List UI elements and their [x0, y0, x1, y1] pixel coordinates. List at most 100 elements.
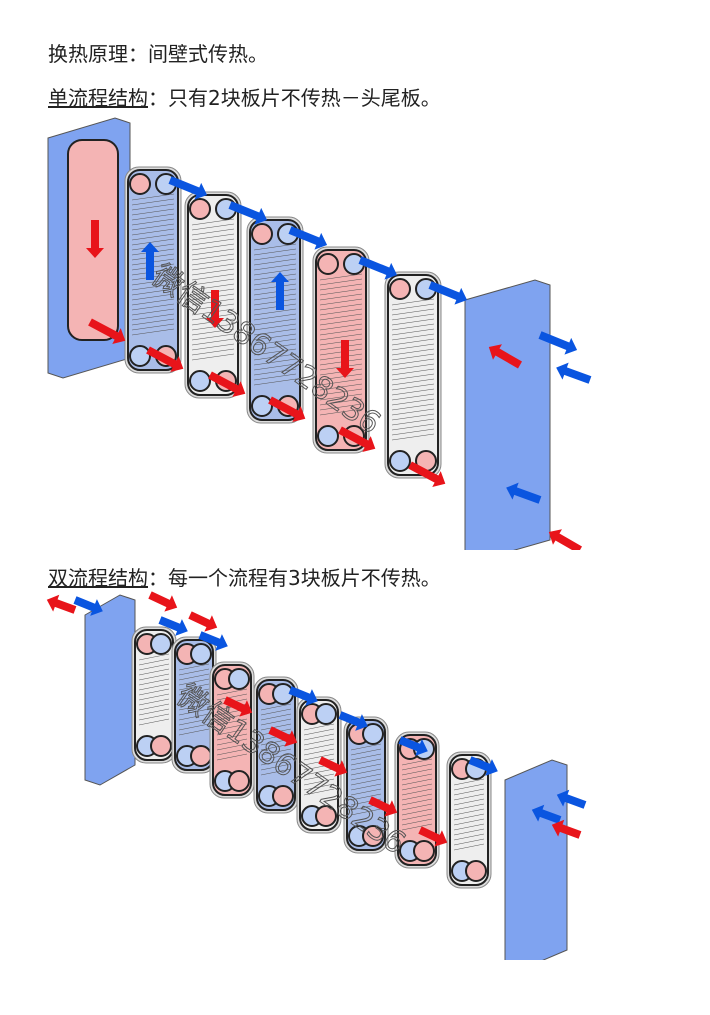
plate-corrugation	[453, 803, 485, 811]
flow-arrow	[86, 220, 104, 258]
plate-corrugation	[253, 258, 297, 266]
arrow-shape	[88, 318, 126, 345]
plate-corrugation	[319, 293, 363, 301]
plate-body	[387, 274, 439, 476]
arrow-shape	[418, 826, 448, 847]
plate-corrugation	[253, 318, 297, 326]
plate-corrugation	[191, 323, 235, 331]
plate-corrugation	[253, 288, 297, 296]
port-hole	[190, 745, 212, 767]
plate-corrugation	[319, 283, 363, 291]
plate-corrugation	[453, 788, 485, 796]
arrow-shape	[408, 461, 446, 488]
arrow-shape	[46, 594, 77, 614]
plate-corrugation	[191, 338, 235, 346]
flow-arrow	[318, 756, 348, 777]
plate-corrugation	[401, 798, 433, 806]
plate-corrugation	[178, 708, 210, 716]
plate-corrugation	[350, 773, 382, 781]
flow-arrow	[551, 819, 582, 839]
plate-corrugation	[350, 788, 382, 796]
port-hole	[251, 395, 273, 417]
plate-corrugation	[391, 353, 435, 361]
flow-arrow	[158, 616, 188, 636]
plate-corrugation	[216, 718, 248, 726]
plate-corrugation	[319, 378, 363, 386]
arrow-shape	[271, 272, 289, 310]
plate-corrugation	[178, 698, 210, 706]
plate-corrugation	[319, 308, 363, 316]
plate-corrugation	[178, 693, 210, 701]
plate-corrugation	[191, 263, 235, 271]
plate-corrugation	[391, 398, 435, 406]
plate-corrugation	[253, 253, 297, 261]
plate-corrugation	[131, 288, 175, 296]
plate-corrugation	[391, 383, 435, 391]
plate-corrugation	[253, 273, 297, 281]
flow-arrow	[223, 696, 253, 717]
arrow-shape	[208, 371, 246, 398]
port-hole	[228, 668, 250, 690]
arrow-shape	[428, 281, 468, 305]
arrow-shape	[531, 804, 562, 824]
arrow-shape	[288, 226, 328, 250]
plate-corrugation	[253, 243, 297, 251]
arrow-shape	[223, 696, 253, 717]
plate-corrugation	[253, 298, 297, 306]
plate-corrugation	[319, 313, 363, 321]
frame-body	[84, 594, 136, 786]
plate-corrugation	[191, 343, 235, 351]
plate-corrugation	[191, 328, 235, 336]
plate-corrugation	[178, 728, 210, 736]
plate-corrugation	[253, 268, 297, 276]
plate-corrugation	[138, 713, 170, 721]
plate-corrugation	[253, 343, 297, 351]
arrow-shape	[188, 611, 218, 632]
heat-plate	[131, 626, 177, 764]
flow-arrow	[168, 176, 208, 200]
plate-corrugation	[253, 348, 297, 356]
plate-corrugation	[453, 843, 485, 851]
port-hole	[150, 633, 172, 655]
plate-corrugation	[131, 313, 175, 321]
plate-corrugation	[303, 783, 335, 791]
plate-corrugation	[178, 718, 210, 726]
port-hole	[465, 860, 487, 882]
heat-plate	[384, 271, 442, 479]
heat-plate	[209, 661, 255, 799]
plate-corrugation	[391, 423, 435, 431]
plate-corrugation	[391, 303, 435, 311]
flow-arrow	[288, 226, 328, 250]
plate-corrugation	[191, 258, 235, 266]
plate-corrugation	[138, 658, 170, 666]
flow-arrow	[468, 756, 498, 776]
port-hole	[362, 825, 384, 847]
plate-corrugation	[303, 753, 335, 761]
arrow-shape	[548, 529, 582, 550]
plate-corrugation	[138, 693, 170, 701]
flow-arrow	[556, 362, 592, 384]
plate-corrugation	[253, 358, 297, 366]
plate-corrugation	[216, 753, 248, 761]
plate-corrugation	[138, 688, 170, 696]
flow-arrow	[548, 529, 582, 550]
flow-arrow	[398, 736, 428, 756]
plate-corrugation	[319, 323, 363, 331]
plate-corrugation	[216, 723, 248, 731]
arrow-shape	[206, 290, 224, 328]
flow-arrow	[506, 482, 542, 504]
plate-corrugation	[253, 368, 297, 376]
plate-corrugation	[350, 758, 382, 766]
plate-corrugation	[391, 368, 435, 376]
port-hole	[272, 785, 294, 807]
arrow-shape	[141, 242, 159, 280]
flow-arrow	[268, 726, 298, 747]
plate-corrugation	[350, 748, 382, 756]
flow-arrow	[488, 344, 522, 369]
port-hole	[317, 425, 339, 447]
plate-corrugation	[191, 228, 235, 236]
plate-corrugation	[253, 373, 297, 381]
principle-label: 换热原理：	[48, 42, 148, 66]
plate-corrugation	[391, 363, 435, 371]
plate-corrugation	[453, 793, 485, 801]
